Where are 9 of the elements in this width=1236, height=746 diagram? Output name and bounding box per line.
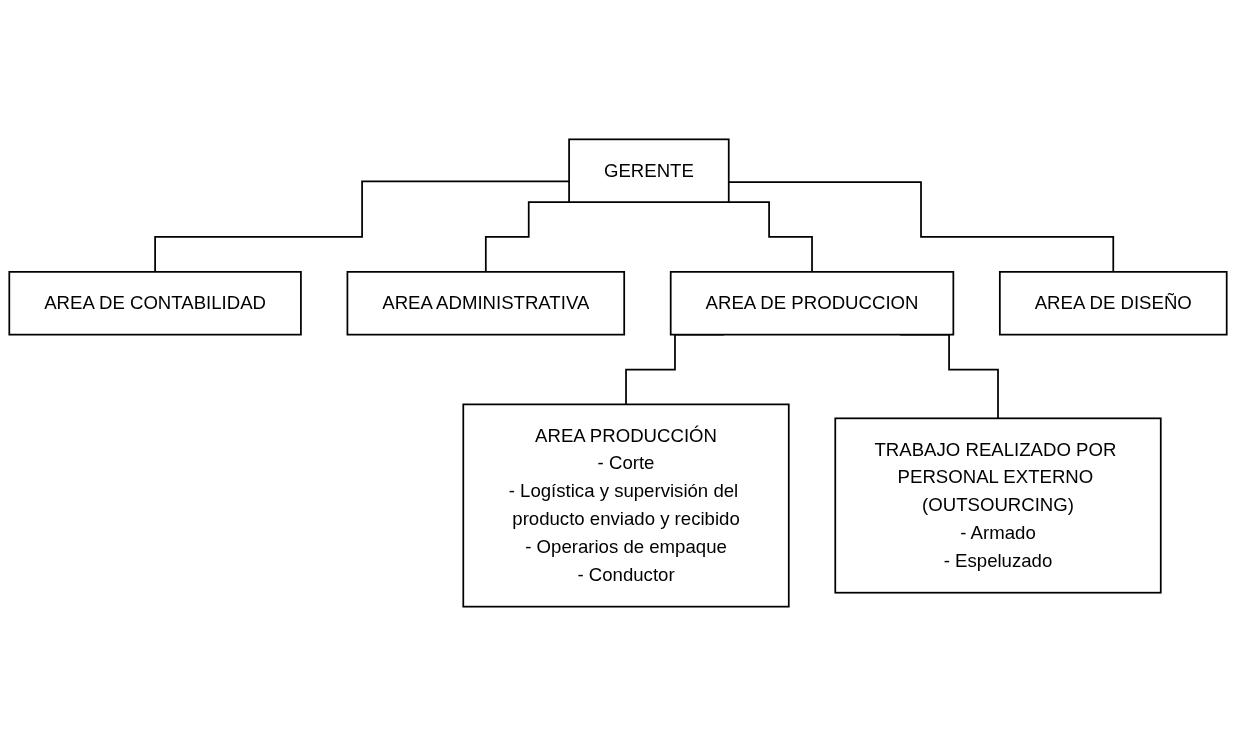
node-box: AREA PRODUCCIÓN - Corte - Logística y supervisión del producto enviado y recibido - Operarios de empaque - Conductor	[462, 403, 790, 608]
node-box: AREA DE PRODUCCION	[669, 271, 955, 336]
connector	[727, 181, 1115, 273]
node-box: AREA DE CONTABILIDAD	[8, 271, 302, 336]
node-box: GERENTE	[568, 138, 730, 203]
connector	[154, 180, 570, 273]
node-box: AREA ADMINISTRATIVA	[346, 271, 626, 336]
node-box: TRABAJO REALIZADO POR PERSONAL EXTERNO (OUTSOURCING) - Armado - Espeluzado	[834, 417, 1162, 594]
node-box: AREA DE DISEÑO	[998, 271, 1228, 336]
